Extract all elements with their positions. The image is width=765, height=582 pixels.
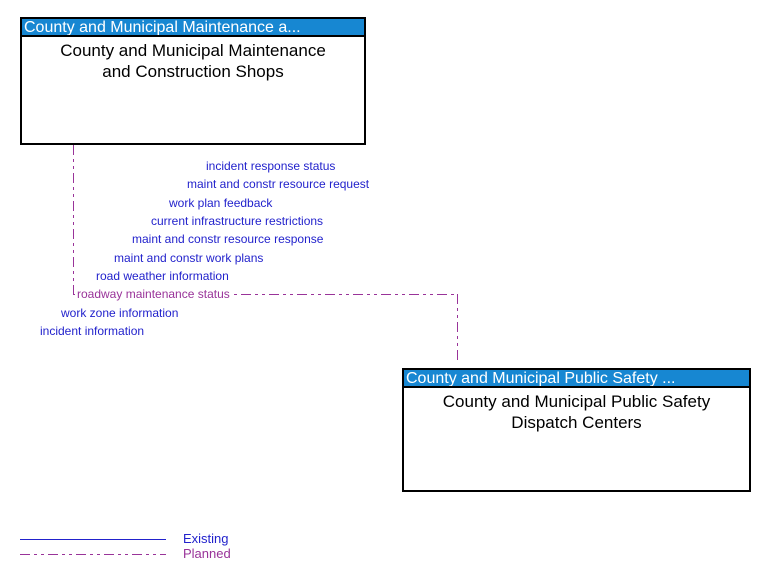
flow-line-horizontal (73, 294, 458, 295)
box-body-line: County and Municipal Maintenance (60, 41, 326, 60)
flow-line-vertical-right (549, 203, 550, 368)
box-public-safety-dispatch[interactable]: County and Municipal Public Safety ... C… (402, 368, 751, 492)
flow-label[interactable]: maint and constr work plans (112, 251, 266, 265)
box-body-line: County and Municipal Public Safety (442, 392, 711, 411)
flow-line-vertical-left (147, 145, 148, 222)
flow-label[interactable]: work plan feedback (167, 196, 275, 210)
box-body-line: and Construction Shops (102, 62, 284, 81)
flow-line-vertical-left (57, 145, 58, 314)
flow-label[interactable]: maint and constr resource response (130, 232, 326, 246)
flow-line-vertical-left (110, 145, 111, 259)
flow-line-vertical-right (476, 276, 477, 360)
flow-label[interactable]: incident information (38, 324, 147, 338)
flow-label[interactable]: road weather information (94, 269, 231, 283)
box-body-line: Dispatch Centers (511, 413, 642, 432)
flow-line-vertical-right (531, 221, 532, 360)
box-title-bar-maintenance: County and Municipal Maintenance a... (22, 19, 364, 37)
flow-line-vertical-left (202, 153, 203, 167)
flow-line-vertical-right (513, 239, 514, 360)
flow-label[interactable]: current infrastructure restrictions (149, 214, 326, 228)
flow-line-vertical-right (440, 313, 441, 360)
legend-existing-line (20, 539, 166, 540)
flow-line-vertical-left (36, 153, 37, 332)
legend-planned-label: Planned (183, 546, 231, 561)
box-maintenance-shops[interactable]: County and Municipal Maintenance a... Co… (20, 17, 366, 145)
flow-line-vertical-right (585, 166, 586, 368)
flow-line-vertical-left (73, 145, 74, 295)
flow-line-vertical-left (92, 145, 93, 277)
box-body-maintenance: County and Municipal Maintenance and Con… (22, 37, 364, 82)
flow-label[interactable]: work zone information (59, 306, 181, 320)
flow-line-vertical-right (567, 184, 568, 368)
flow-line-vertical-right (422, 331, 423, 360)
flow-line-vertical-right (457, 294, 458, 360)
flow-label[interactable]: maint and constr resource request (185, 177, 372, 191)
flow-line-vertical-left (128, 145, 129, 240)
flow-line-vertical-left (183, 153, 184, 185)
box-body-dispatch: County and Municipal Public Safety Dispa… (404, 388, 749, 433)
box-title-bar-dispatch: County and Municipal Public Safety ... (404, 370, 749, 388)
flow-label[interactable]: incident response status (204, 159, 338, 173)
legend-existing-label: Existing (183, 531, 229, 546)
flow-line-vertical-left (165, 153, 166, 204)
flow-line-vertical-right (495, 258, 496, 360)
flow-label[interactable]: roadway maintenance status (75, 287, 232, 301)
legend-planned-line (20, 554, 166, 555)
